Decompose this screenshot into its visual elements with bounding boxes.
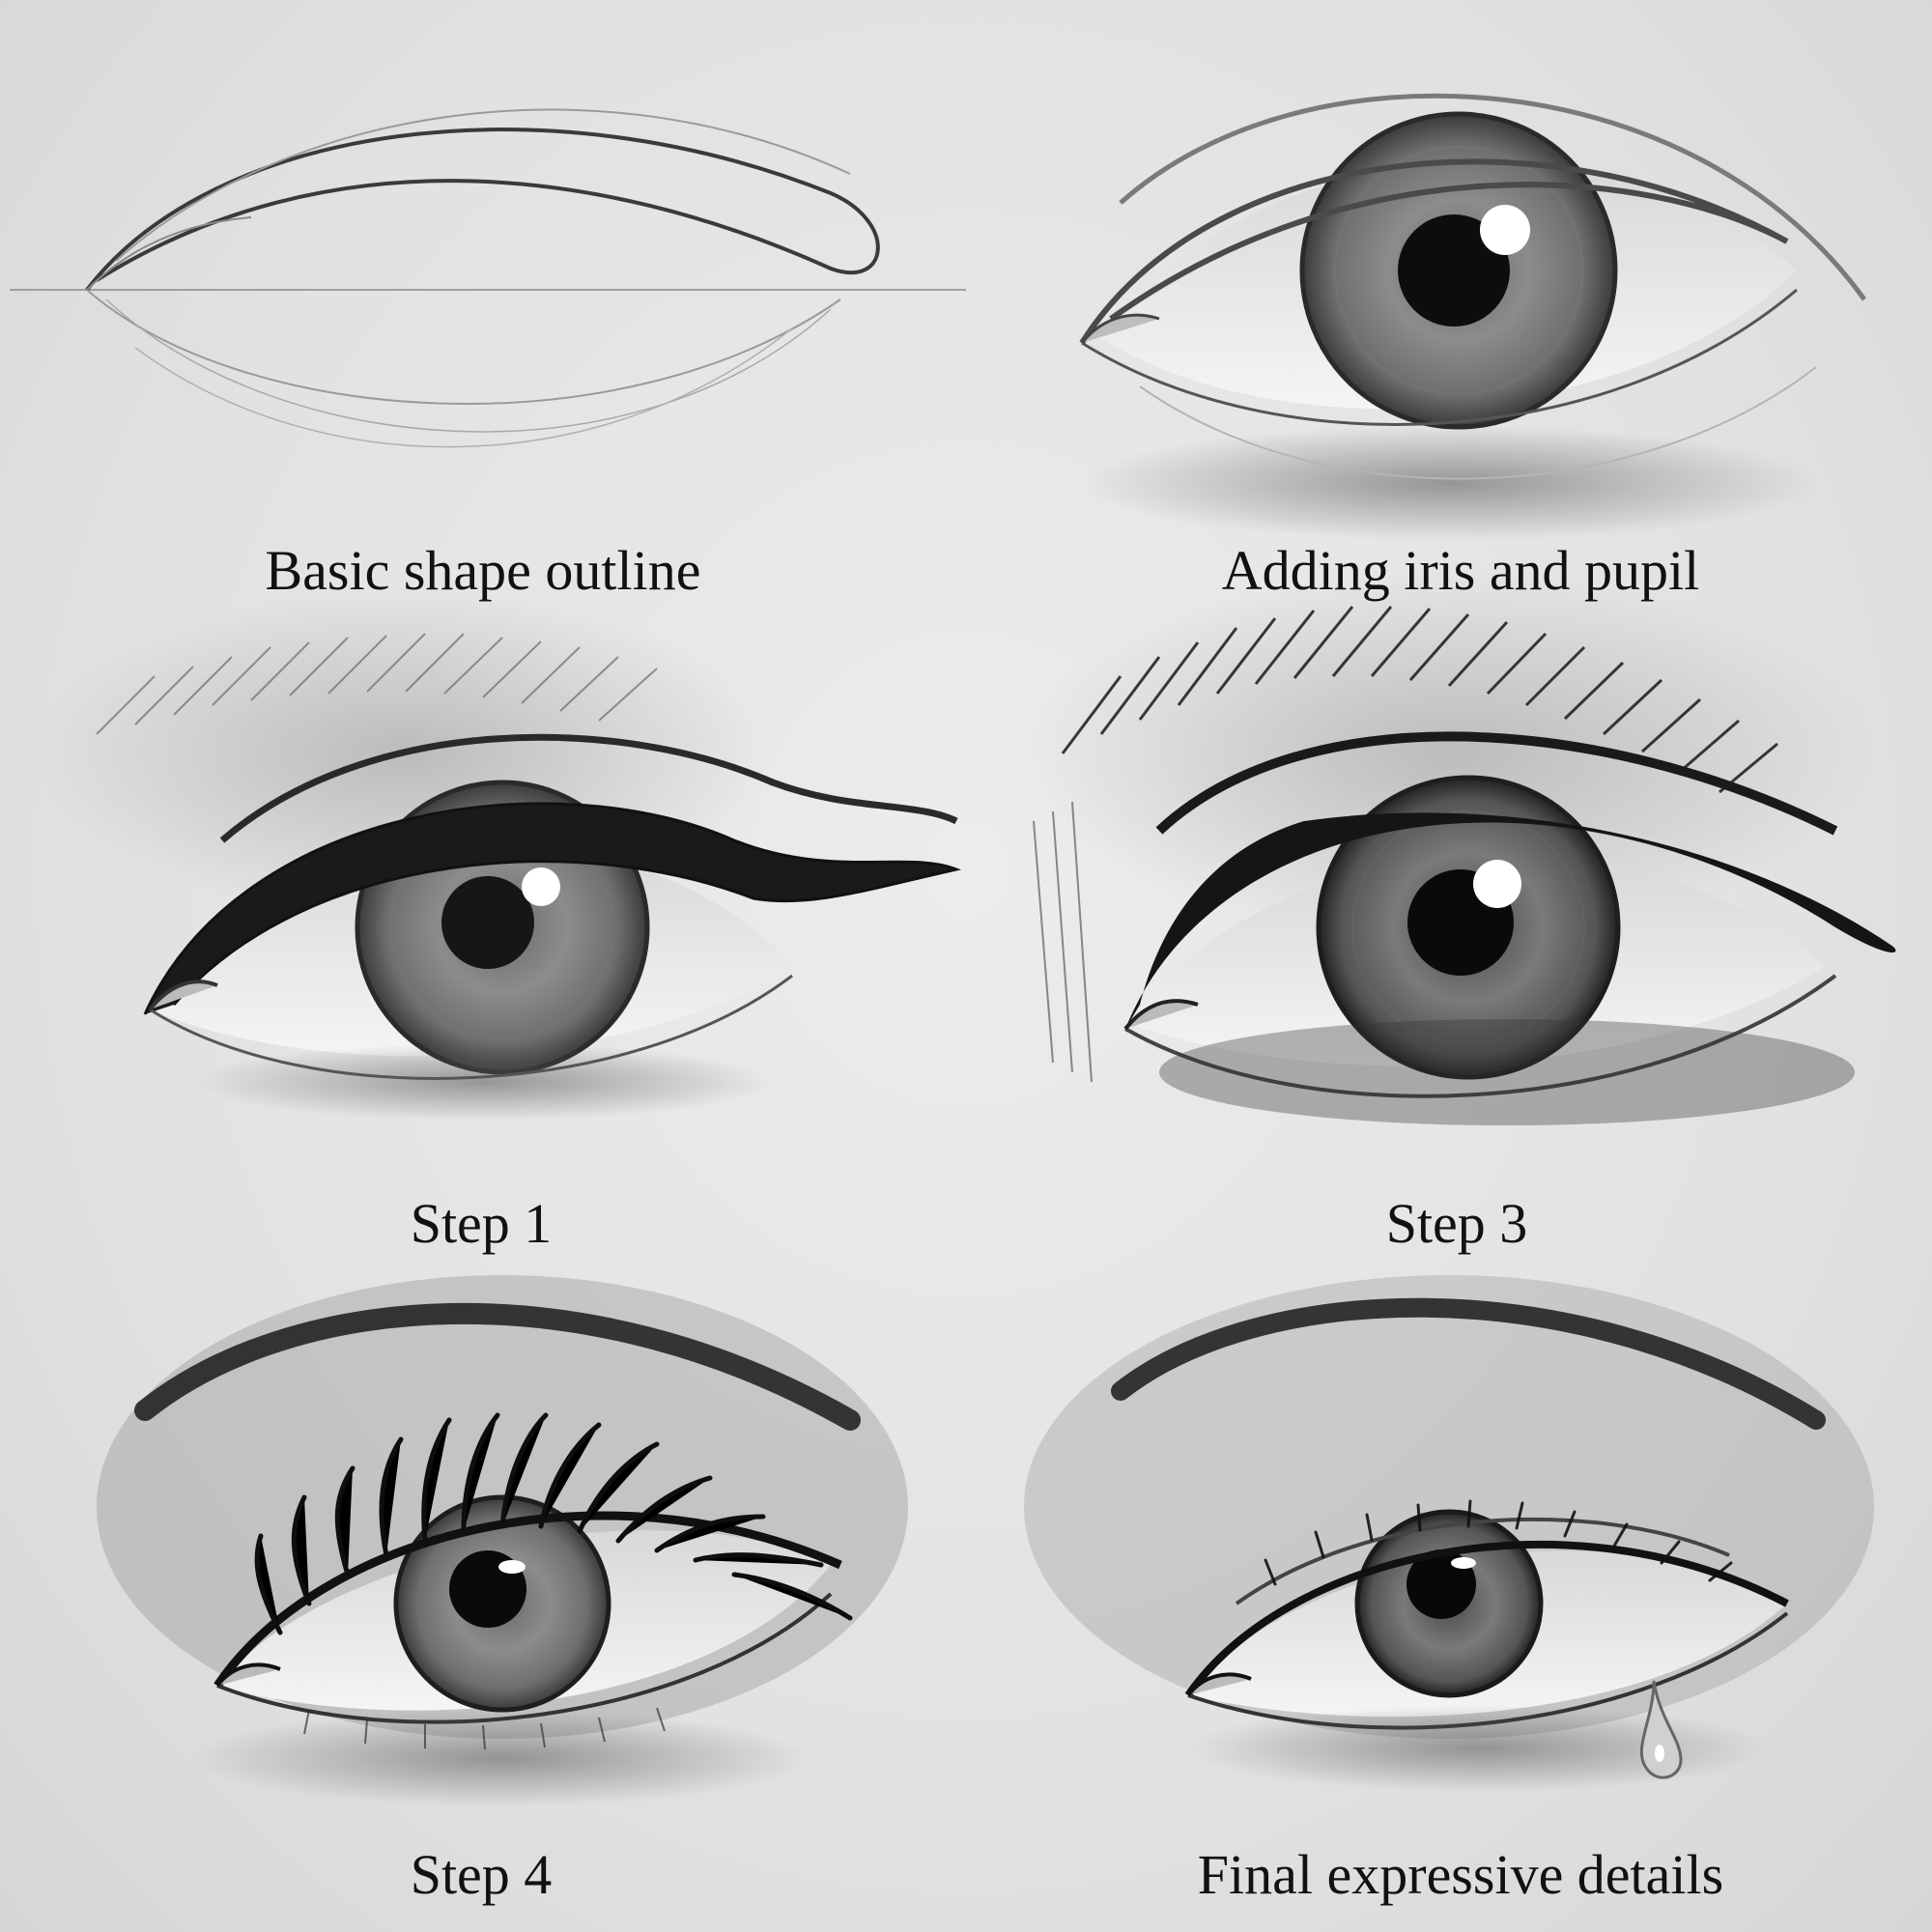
panel-3-step-1 [39, 589, 962, 1121]
panel-2-iris-pupil [1079, 93, 1867, 541]
panel-5-step-4 [97, 1275, 908, 1806]
teardrop-icon [1639, 1680, 1683, 1779]
panel-6-final-details [1024, 1275, 1874, 1792]
panel-1-basic-outline [10, 108, 966, 448]
caption-step-1: Step 1 [410, 1192, 553, 1255]
caption-final-expressive-details: Final expressive details [1197, 1843, 1724, 1906]
panel-4-step-3 [1024, 570, 1896, 1125]
caption-adding-iris-and-pupil: Adding iris and pupil [1221, 539, 1700, 602]
caption-step-3: Step 3 [1385, 1192, 1528, 1255]
caption-basic-shape-outline: Basic shape outline [265, 539, 701, 602]
caption-step-4: Step 4 [410, 1843, 553, 1906]
